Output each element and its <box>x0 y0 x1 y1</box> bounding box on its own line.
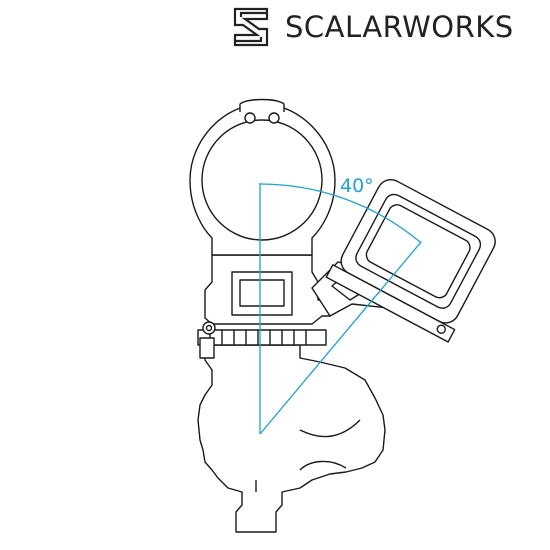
picatinny-rail <box>197 329 327 346</box>
scope-ring-cap <box>239 98 285 112</box>
angle-arc <box>259 183 422 243</box>
red-dot-base-plate <box>325 264 456 343</box>
rifle-body-detail <box>255 419 361 492</box>
mount-lever-knob-center <box>205 324 213 332</box>
brand-name: SCALARWORKS <box>285 10 514 44</box>
mount-clamp-inner <box>239 279 285 307</box>
rifle-body-outline <box>197 344 386 533</box>
mount-line-art <box>189 98 496 533</box>
scalarworks-s-logo-icon <box>233 7 269 47</box>
mount-lever <box>199 337 215 359</box>
angle-indicator <box>259 183 422 435</box>
tilted-reference-line <box>259 241 422 435</box>
scope-ring-inner <box>201 119 323 241</box>
angle-label: 40° <box>340 175 374 197</box>
red-dot-button <box>436 324 446 334</box>
red-dot-sight <box>325 179 496 343</box>
scope-ring-screw-right <box>268 112 280 124</box>
scope-ring-screw-left <box>244 112 256 124</box>
brand-header: SCALARWORKS <box>229 4 514 50</box>
red-dot-lens <box>365 204 471 299</box>
